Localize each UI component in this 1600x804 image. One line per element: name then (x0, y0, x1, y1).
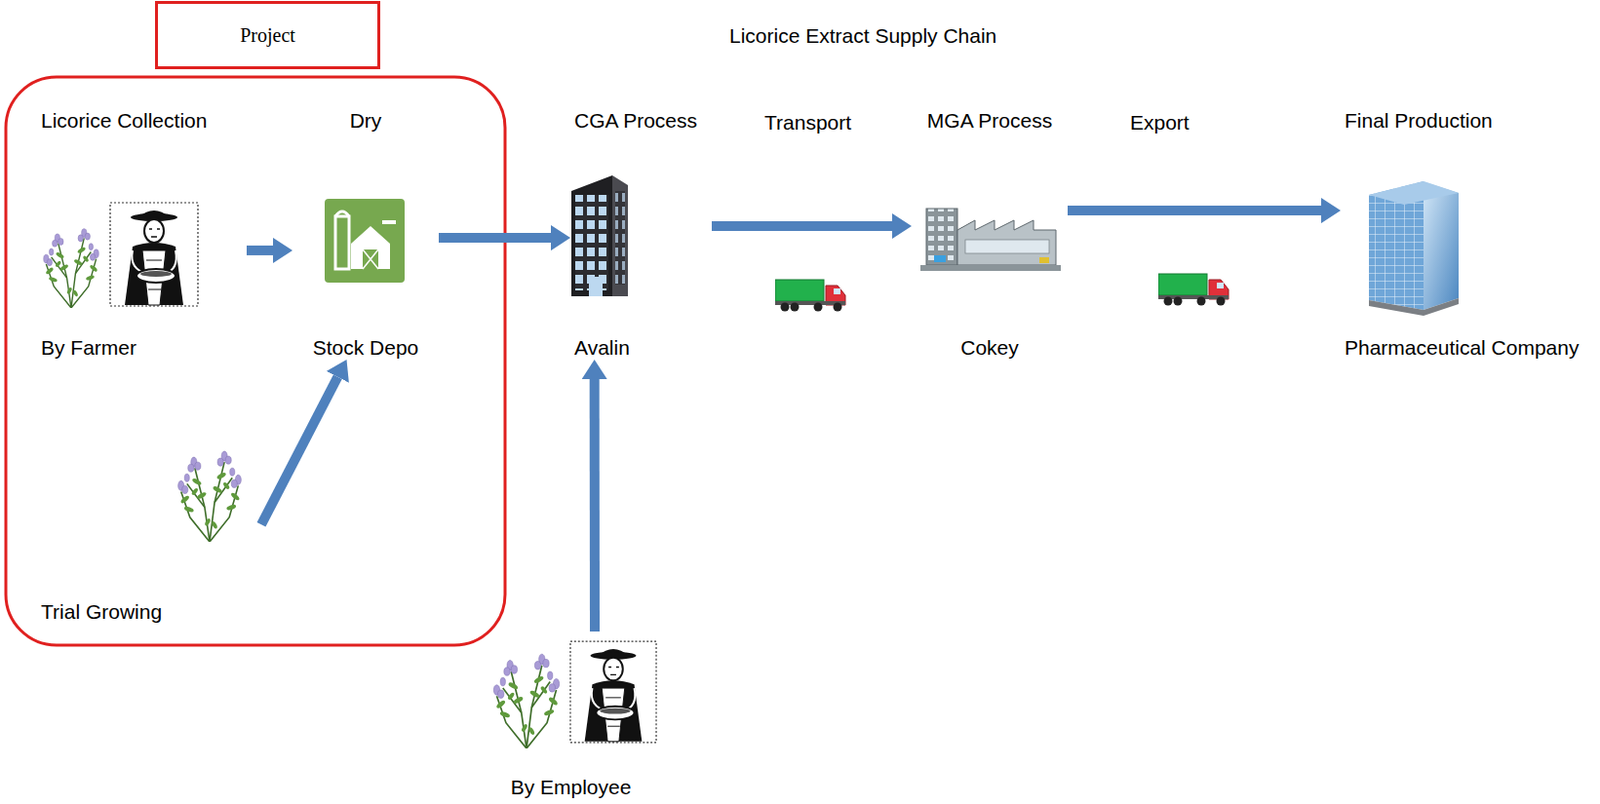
node-label: Cokey (960, 336, 1019, 360)
node-heading: Final Production (1344, 109, 1493, 133)
node-heading: By Employee (510, 776, 632, 800)
farmer-node: Licorice Collection By Farmer (37, 109, 247, 360)
flow-arrow (438, 233, 551, 243)
flow-arrow (589, 379, 600, 632)
avalin-node: CGA ProcessAvalin (570, 109, 712, 360)
pharma-tower-icon (1368, 181, 1459, 316)
diagram-title: Licorice Extract Supply Chain (729, 24, 997, 48)
node-label: Avalin (574, 336, 630, 360)
trial-growing-node: Trial Growing (37, 443, 262, 625)
barn-icon (324, 198, 405, 283)
edge-label: Transport (762, 111, 854, 135)
project-region (5, 77, 506, 646)
trial-plant-icon (178, 451, 242, 543)
flow-arrow (1067, 205, 1322, 216)
edge-label: Export (1128, 111, 1192, 135)
pharma-node: Final ProductionPharmaceutical Company (1340, 109, 1593, 360)
node-label: Stock Depo (312, 336, 420, 360)
employee-node: By Employee (485, 631, 657, 800)
farmer-icon (43, 202, 198, 309)
node-heading: Licorice Collection (40, 109, 207, 133)
transport-truck-icon (775, 279, 846, 313)
stock-depo-node: DryStock Depo (292, 109, 439, 360)
employee-icon (493, 641, 657, 749)
node-heading: Project (239, 23, 296, 47)
node-heading: Trial Growing (40, 600, 162, 625)
node-label: Pharmaceutical Company (1344, 336, 1579, 360)
flow-arrow (261, 377, 338, 525)
node-heading: MGA Process (927, 109, 1053, 133)
cokey-node: MGA ProcessCokey (911, 109, 1068, 360)
cokey-factory-icon (920, 208, 1061, 272)
node-heading: CGA Process (574, 109, 698, 133)
project-box: Project (155, 0, 381, 70)
export-truck-icon (1158, 273, 1229, 307)
node-label: By Farmer (40, 336, 137, 360)
avalin-building-icon (571, 175, 628, 297)
flow-arrow (246, 245, 274, 256)
node-heading: Dry (350, 109, 383, 133)
flow-arrow (711, 221, 893, 232)
